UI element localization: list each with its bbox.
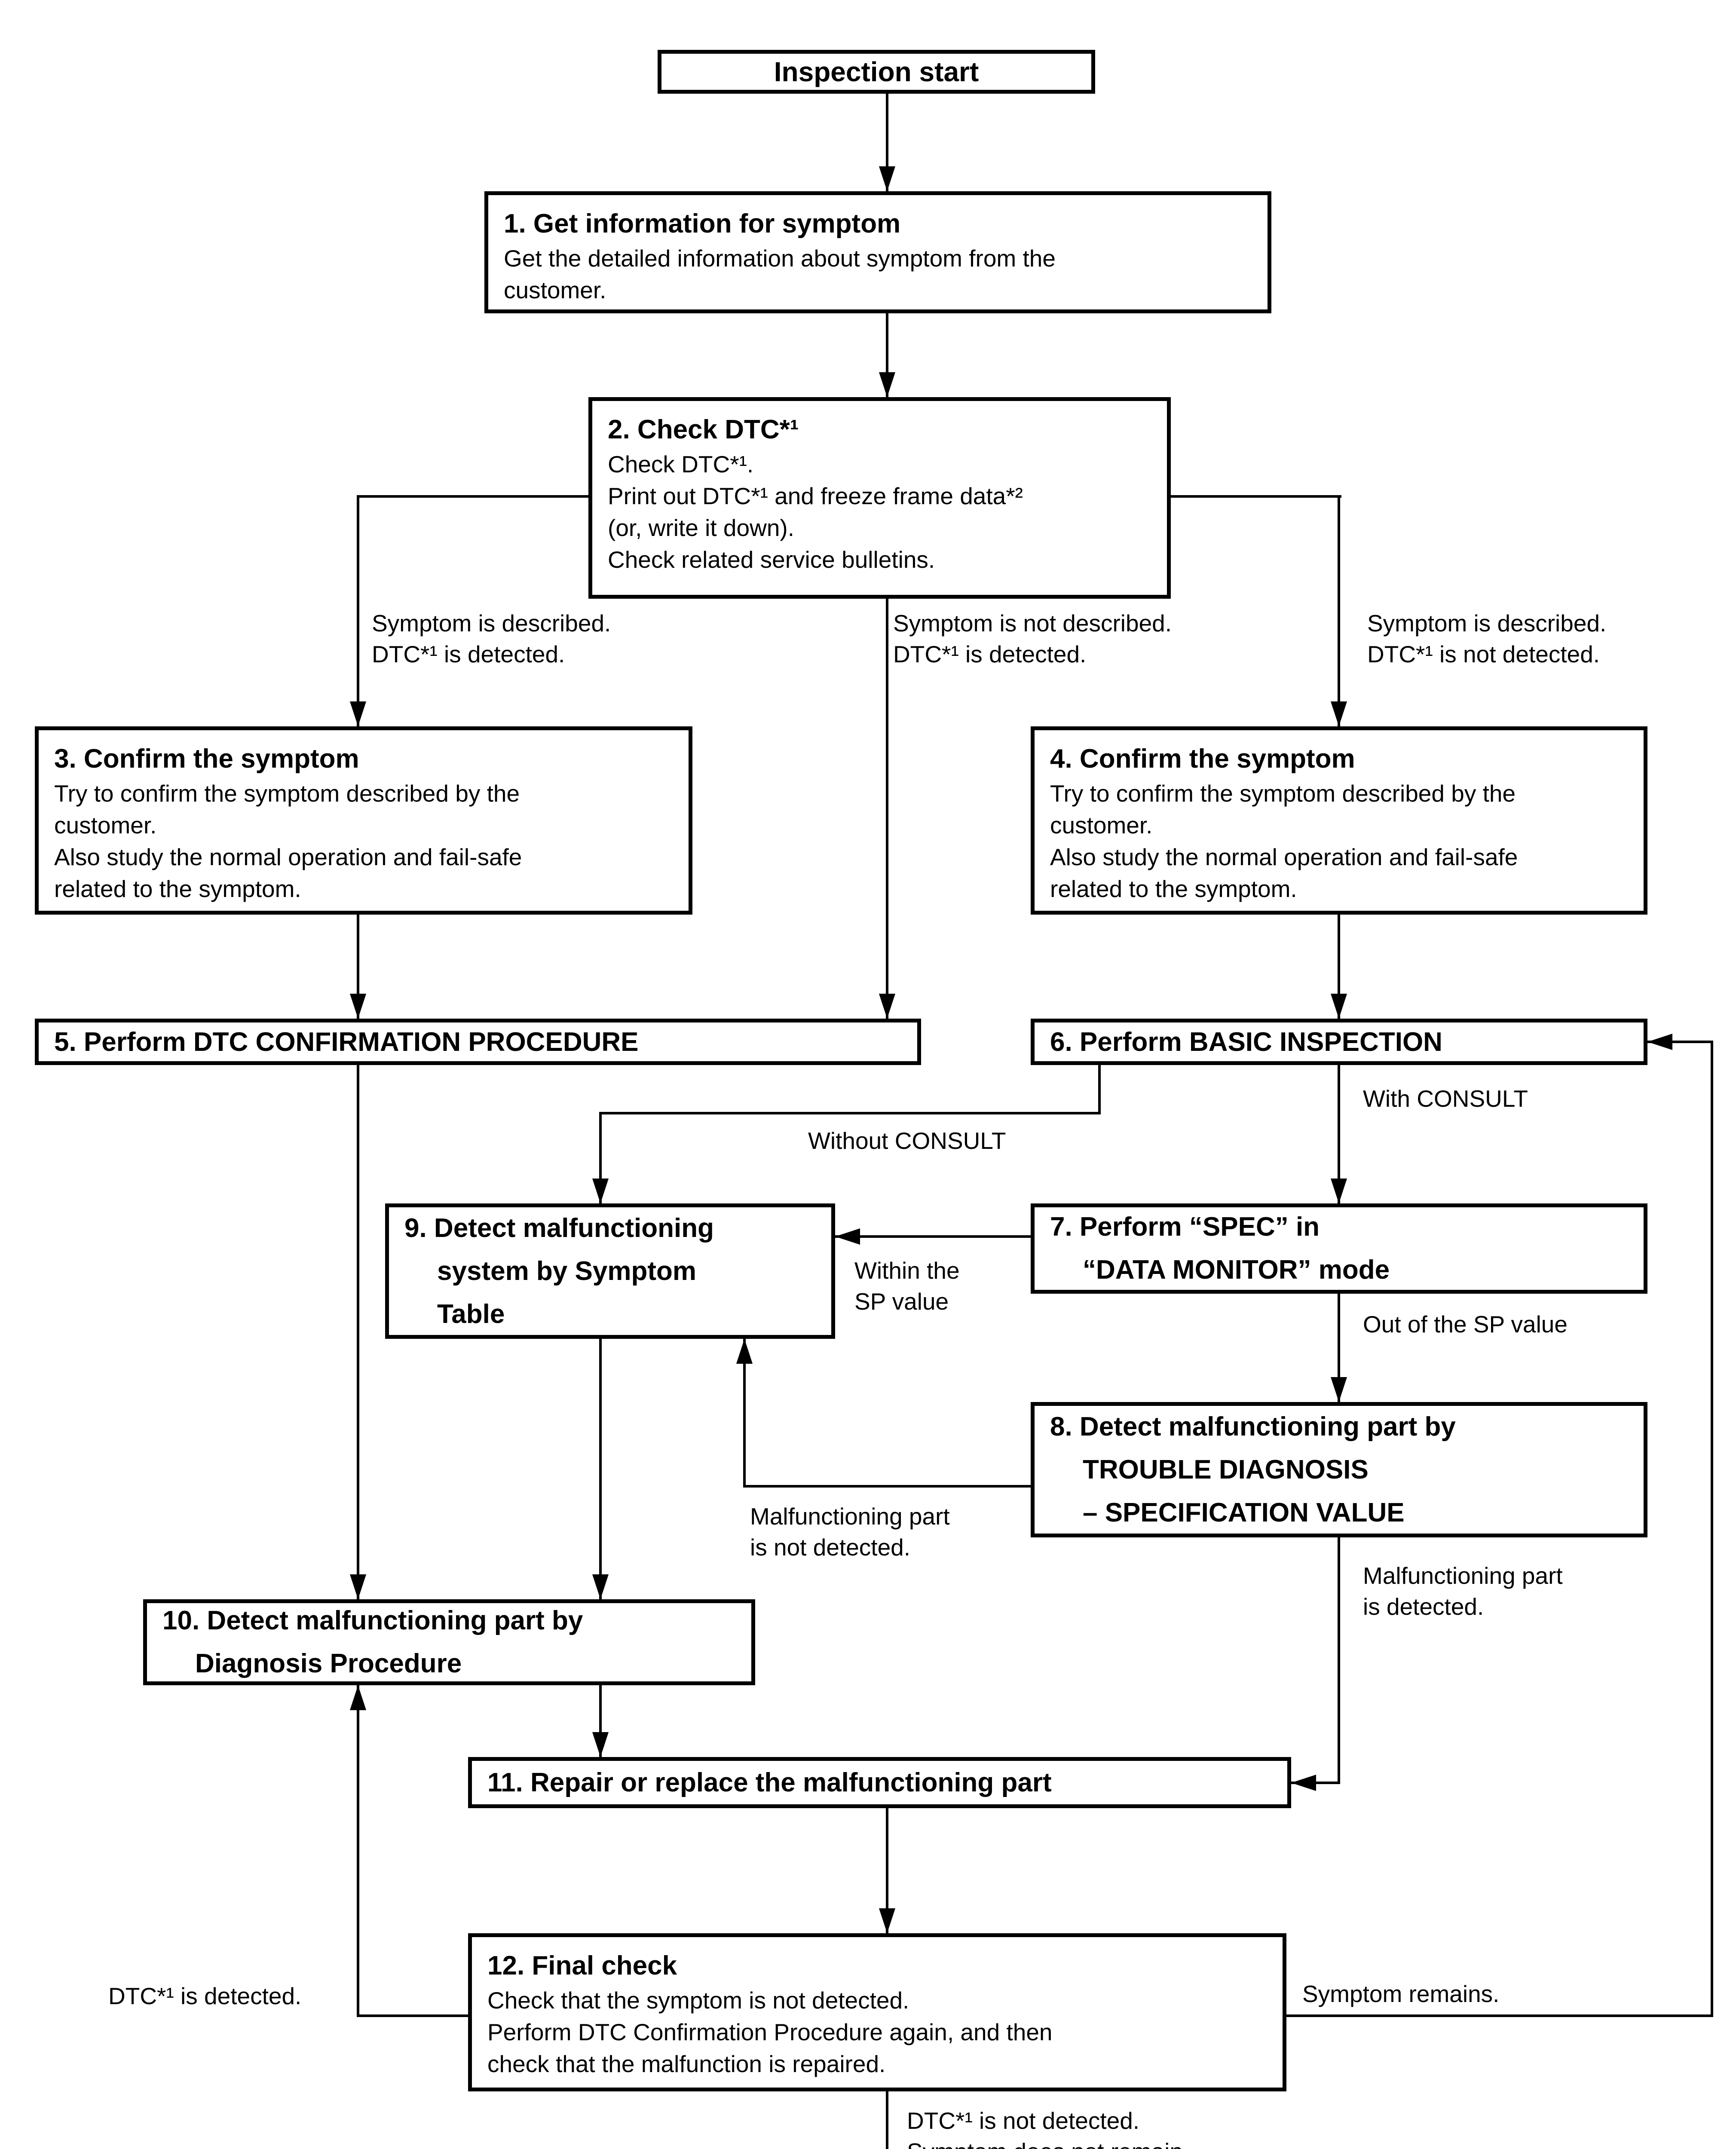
label-with-consult: With CONSULT xyxy=(1363,1085,1528,1112)
node-2-check-dtc: 2. Check DTC*¹ Check DTC*¹. Print out DT… xyxy=(588,397,1171,599)
node-4-confirm-symptom: 4. Confirm the symptom Try to confirm th… xyxy=(1031,726,1647,915)
connector xyxy=(886,2091,888,2149)
connector xyxy=(1338,1537,1340,1783)
arrowhead-down-icon xyxy=(1331,1179,1347,1203)
node-12-final-check: 12. Final check Check that the symptom i… xyxy=(468,1933,1286,2091)
connector xyxy=(1711,1041,1713,2017)
label-symptom-remains: Symptom remains. xyxy=(1302,1981,1500,2007)
arrowhead-down-icon xyxy=(350,994,366,1019)
connector xyxy=(599,1339,602,1599)
node-title: 1. Get information for symptom xyxy=(504,209,901,239)
connector xyxy=(886,94,888,191)
connector xyxy=(357,915,359,1019)
arrowhead-down-icon xyxy=(1331,701,1347,726)
connector xyxy=(1338,1065,1340,1203)
node-5-dtc-confirmation: 5. Perform DTC CONFIRMATION PROCEDURE xyxy=(35,1019,921,1065)
arrowhead-down-icon xyxy=(879,994,895,1019)
arrowhead-down-icon xyxy=(592,1574,609,1599)
node-6-basic-inspection: 6. Perform BASIC INSPECTION xyxy=(1031,1019,1647,1065)
connector xyxy=(357,495,591,498)
connector xyxy=(1170,495,1341,498)
connector xyxy=(599,1685,602,1757)
label-branch-right: Symptom is described. DTC*¹ is not detec… xyxy=(1367,610,1607,667)
connector xyxy=(743,1339,746,1486)
connector xyxy=(886,313,888,397)
arrowhead-down-icon xyxy=(1331,994,1347,1019)
label-branch-left: Symptom is described. DTC*¹ is detected. xyxy=(372,610,611,667)
node-3-confirm-symptom: 3. Confirm the symptom Try to confirm th… xyxy=(35,726,692,915)
arrowhead-down-icon xyxy=(879,1908,895,1933)
label-branch-mid: Symptom is not described. DTC*¹ is detec… xyxy=(893,610,1172,667)
node-title: 6. Perform BASIC INSPECTION xyxy=(1050,1027,1442,1057)
arrowhead-up-icon xyxy=(350,1685,366,1710)
node-title: 5. Perform DTC CONFIRMATION PROCEDURE xyxy=(54,1027,639,1057)
connector xyxy=(357,2014,471,2017)
arrowhead-down-icon xyxy=(1331,1377,1347,1402)
node-7-perform-spec: 7. Perform “SPEC” in “DATA MONITOR” mode xyxy=(1031,1203,1647,1294)
arrowhead-down-icon xyxy=(879,372,895,397)
arrowhead-left-icon xyxy=(1291,1775,1316,1791)
arrowhead-left-icon xyxy=(1647,1034,1672,1050)
label-malfunctioning-detected: Malfunctioning part is detected. xyxy=(1363,1562,1563,1620)
label-final-ok: DTC*¹ is not detected. Symptom does not … xyxy=(907,2107,1189,2149)
connector xyxy=(357,1685,359,2016)
label-out-of-sp-value: Out of the SP value xyxy=(1363,1311,1568,1338)
label-within-sp-value: Within the SP value xyxy=(854,1257,960,1315)
connector xyxy=(1286,2014,1713,2017)
node-inspection-start: Inspection start xyxy=(658,50,1095,94)
node-1-get-information: 1. Get information for symptom Get the d… xyxy=(484,191,1271,313)
connector xyxy=(743,1485,1031,1488)
arrowhead-down-icon xyxy=(350,701,366,726)
arrowhead-up-icon xyxy=(736,1339,753,1364)
arrowhead-down-icon xyxy=(879,166,895,191)
arrowhead-down-icon xyxy=(592,1732,609,1757)
node-title: 3. Confirm the symptom xyxy=(54,744,359,774)
label-without-consult: Without CONSULT xyxy=(808,1127,1006,1154)
node-11-repair-replace: 11. Repair or replace the malfunctioning… xyxy=(468,1757,1291,1808)
arrowhead-down-icon xyxy=(350,1574,366,1599)
node-8-trouble-diagnosis: 8. Detect malfunctioning part by TROUBLE… xyxy=(1031,1402,1647,1537)
node-title: 12. Final check xyxy=(487,1951,677,1981)
connector xyxy=(1338,495,1340,726)
connector xyxy=(1098,1065,1101,1113)
node-9-symptom-table: 9. Detect malfunctioning system by Sympt… xyxy=(385,1203,835,1339)
connector xyxy=(835,1235,1031,1238)
node-title: 4. Confirm the symptom xyxy=(1050,744,1355,774)
label-malfunctioning-not-detected: Malfunctioning part is not detected. xyxy=(750,1503,950,1561)
connector xyxy=(357,495,359,726)
node-10-diagnosis-procedure: 10. Detect malfunctioning part by Diagno… xyxy=(143,1599,755,1685)
node-title: 2. Check DTC*¹ xyxy=(608,415,799,444)
connector xyxy=(886,599,888,1019)
arrowhead-left-icon xyxy=(835,1228,860,1245)
connector xyxy=(357,1065,359,1599)
node-title: Inspection start xyxy=(774,56,979,87)
connector xyxy=(1338,915,1340,1019)
connector xyxy=(599,1112,1101,1114)
connector xyxy=(886,1808,888,1933)
node-title: 11. Repair or replace the malfunctioning… xyxy=(487,1768,1052,1797)
connector xyxy=(1647,1041,1713,1043)
connector xyxy=(599,1112,602,1203)
label-dtc-detected: DTC*¹ is detected. xyxy=(108,1983,302,2009)
arrowhead-down-icon xyxy=(592,1179,609,1203)
connector xyxy=(1338,1294,1340,1402)
